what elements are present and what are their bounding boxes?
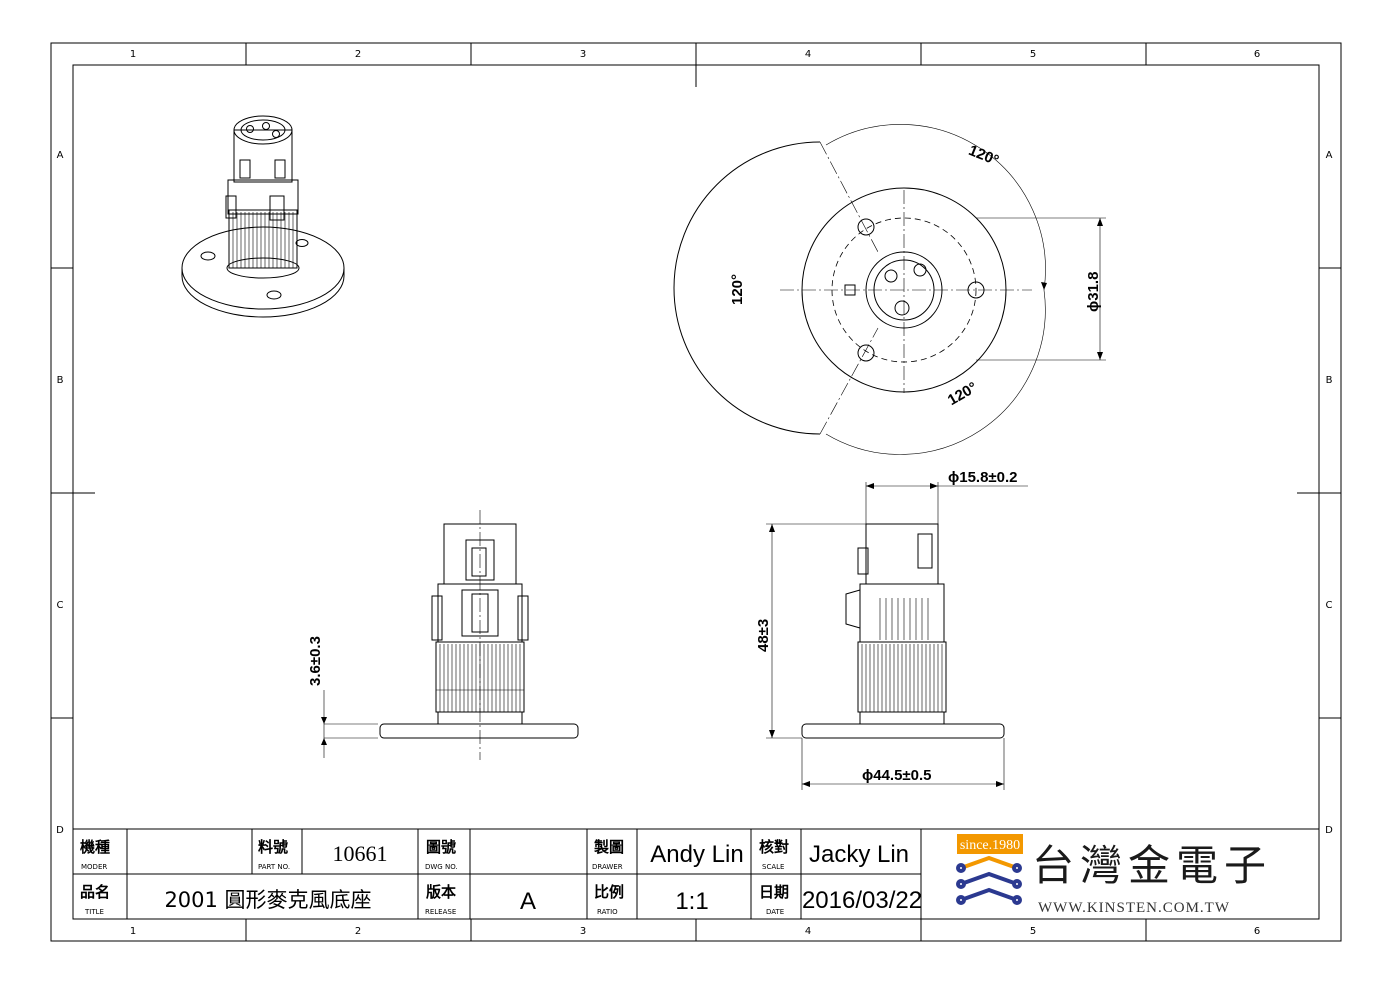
part-label-en: PART NO. [258, 863, 290, 871]
zone-col-5-bottom: 5 [1030, 926, 1036, 937]
company-name: 台灣金電子 [1032, 841, 1272, 890]
date-label: 日期 [759, 883, 789, 901]
release-label: 版本 [426, 883, 456, 901]
drawer-label: 製圖 [593, 838, 624, 856]
scale-value: Jacky Lin [809, 841, 909, 868]
dim-angle-left: 120° [729, 274, 746, 305]
zone-col-5-top: 5 [1030, 49, 1036, 60]
zone-row-c-left: C [57, 600, 64, 611]
ratio-label: 比例 [594, 883, 624, 901]
part-label: 料號 [258, 838, 288, 856]
side-view: ϕ15.8±0.2 48±3 ϕ44.5±0.5 [755, 469, 1028, 790]
sheet-border [50, 42, 1342, 942]
release-label-en: RELEASE [425, 908, 456, 916]
zone-labels: 1 2 3 4 5 6 1 2 3 4 5 6 A B C D A B C D [56, 49, 1333, 937]
circuit-chevron-icon [956, 855, 1022, 905]
model-label: 機種 [80, 838, 110, 856]
release-value: A [520, 888, 536, 915]
dim-height: 48±3 [755, 619, 772, 652]
since-text: since.1980 [960, 838, 1020, 853]
zone-row-d-right: D [1325, 825, 1333, 836]
zone-row-c-right: C [1326, 600, 1333, 611]
zone-col-1-bottom: 1 [130, 926, 136, 937]
since-badge [957, 834, 1023, 854]
drawer-value: Andy Lin [650, 841, 743, 868]
model-label-en: MODER [81, 863, 107, 871]
zone-row-a-left: A [57, 150, 64, 161]
zone-col-2-top: 2 [355, 49, 361, 60]
company-url: WWW.KINSTEN.COM.TW [1038, 900, 1230, 916]
scale-label-en: SCALE [762, 863, 784, 871]
zone-row-a-right: A [1326, 150, 1333, 161]
zone-col-3-bottom: 3 [580, 926, 586, 937]
zone-col-2-bottom: 2 [355, 926, 361, 937]
dim-angle-bottom: 120° [945, 379, 980, 409]
zone-col-4-bottom: 4 [805, 926, 811, 937]
date-label-en: DATE [766, 908, 784, 916]
title-label: 品名 [80, 883, 110, 901]
zone-row-b-left: B [57, 375, 64, 386]
ratio-value: 1:1 [675, 888, 708, 915]
ratio-label-en: RATIO [597, 908, 618, 916]
title-label-en: TITLE [84, 908, 104, 916]
part-value: 10661 [333, 841, 388, 866]
dwg-label-en: DWG NO. [425, 863, 458, 871]
zone-col-3-top: 3 [580, 49, 586, 60]
dim-body-diameter: ϕ15.8±0.2 [948, 469, 1018, 486]
zone-row-b-right: B [1326, 375, 1333, 386]
title-value: 2001 圓形麥克風底座 [164, 888, 371, 912]
scale-label: 核對 [759, 838, 789, 856]
top-view: 120° 120° 120° ϕ31.8 [673, 124, 1106, 455]
zone-col-6-top: 6 [1254, 49, 1260, 60]
front-view: 3.6±0.3 [307, 510, 579, 760]
dwg-label: 圖號 [426, 838, 456, 856]
zone-col-6-bottom: 6 [1254, 926, 1260, 937]
isometric-view [181, 115, 345, 318]
drawer-label-en: DRAWER [592, 863, 623, 871]
zone-col-4-top: 4 [805, 49, 811, 60]
dim-hole-circle: ϕ31.8 [1085, 272, 1102, 312]
date-value: 2016/03/22 [802, 887, 922, 914]
zone-row-d-left: D [56, 825, 64, 836]
title-block: 機種 MODER 料號 PART NO. 10661 圖號 DWG NO. 製圖… [73, 828, 1319, 919]
dim-angle-top: 120° [966, 142, 1001, 169]
zone-col-1-top: 1 [130, 49, 136, 60]
dim-flange-diameter: ϕ44.5±0.5 [862, 767, 932, 784]
dim-flange-thickness: 3.6±0.3 [307, 636, 324, 686]
company-logo: since.1980 台灣金電子 WWW.KINSTEN.COM.TW [956, 834, 1272, 916]
